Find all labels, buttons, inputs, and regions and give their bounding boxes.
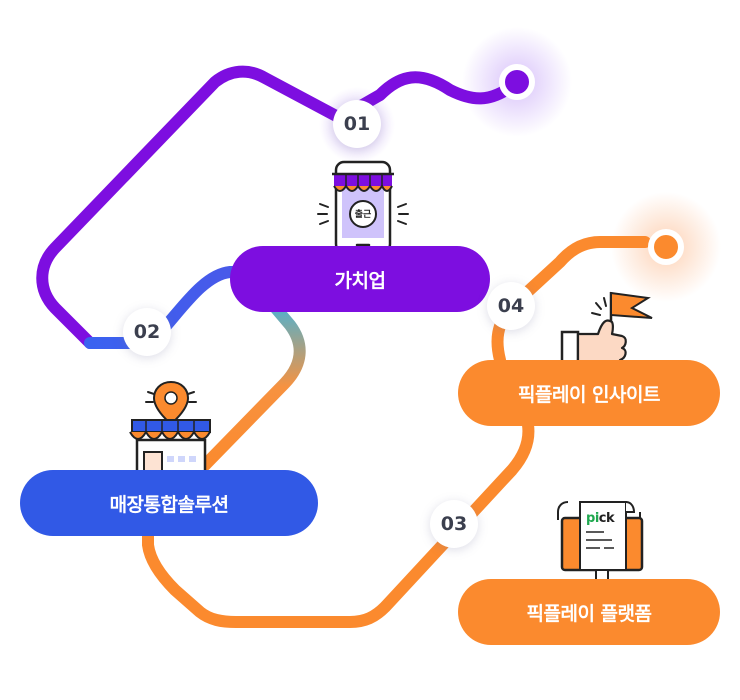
pick-brand-logo: pick xyxy=(586,511,615,526)
store-icon xyxy=(126,380,216,482)
step-03-number-text: 03 xyxy=(440,513,468,535)
pick-brand-i: i xyxy=(594,511,599,526)
step-04-label-pill: 픽플레이 인사이트 xyxy=(458,360,720,426)
step-04-number: 04 xyxy=(487,282,535,330)
step-03-number: 03 xyxy=(430,500,478,548)
phone-icon xyxy=(317,160,409,254)
monitor-receipt-icon xyxy=(557,501,644,587)
pick-brand-ck: ck xyxy=(598,511,615,526)
step-04-label: 픽플레이 인사이트 xyxy=(518,383,660,406)
step-01-number: 01 xyxy=(333,100,381,148)
end-node-purple xyxy=(499,64,535,100)
step-01-number-text: 01 xyxy=(343,113,371,135)
step-03-label: 픽플레이 플랫폼 xyxy=(526,602,652,625)
step-03-label-pill: 픽플레이 플랫폼 xyxy=(458,579,720,645)
step-02-number-text: 02 xyxy=(133,321,161,343)
step-01-label: 가치업 xyxy=(334,269,386,292)
phone-badge-label: 출근 xyxy=(354,210,372,220)
pick-brand-p: p xyxy=(586,511,595,526)
step-02-number: 02 xyxy=(123,308,171,356)
path-purple xyxy=(36,65,523,349)
step-02-label-pill: 매장통합솔루션 xyxy=(20,470,318,536)
step-01-label-pill: 가치업 xyxy=(230,246,490,312)
step-02-label: 매장통합솔루션 xyxy=(109,493,229,516)
path-orange-upper xyxy=(491,236,651,366)
step-04-number-text: 04 xyxy=(497,295,525,317)
end-node-orange xyxy=(648,229,684,265)
path-orange-lower xyxy=(142,419,535,628)
path-cyan-orange xyxy=(199,286,306,471)
thumbs-up-flag-icon xyxy=(560,291,653,368)
